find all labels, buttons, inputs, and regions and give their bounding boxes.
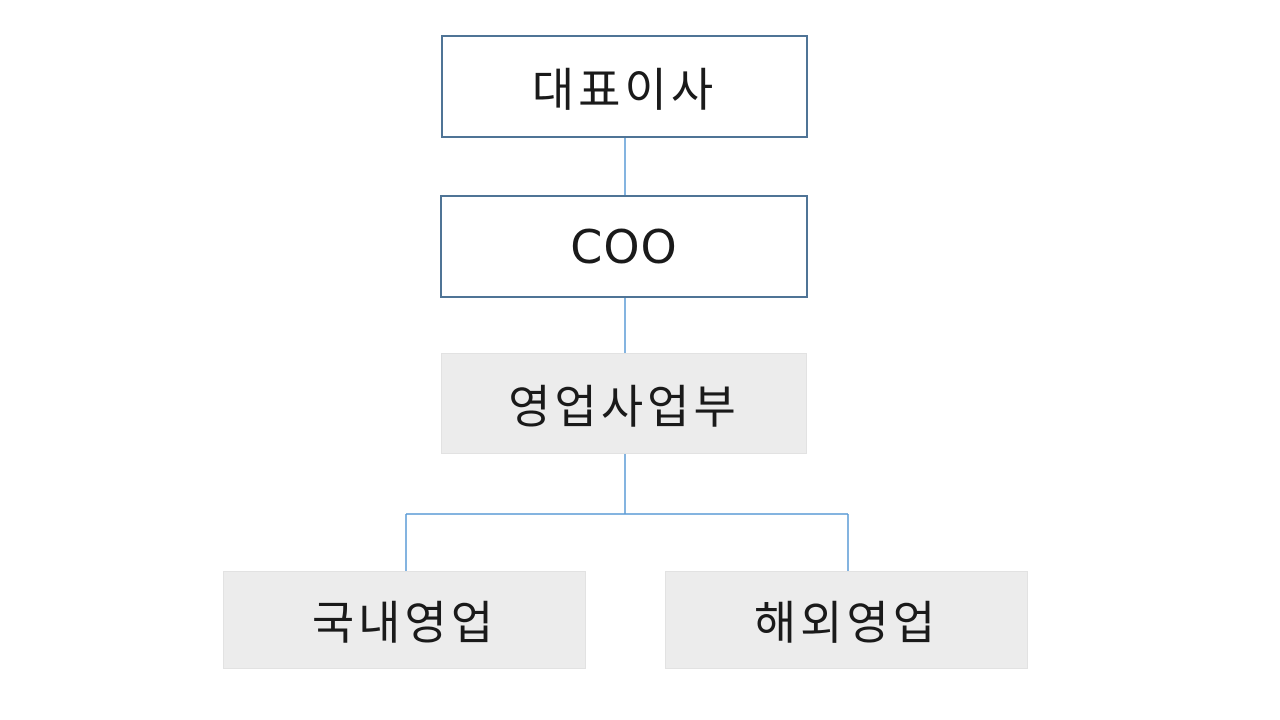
domestic-sales-label: 국내영업 [311,596,498,650]
coo-label: COO [570,219,678,274]
ceo-box: 대표이사 [441,35,808,138]
overseas-sales-box: 해외영업 [665,571,1028,669]
sales-division-box: 영업사업부 [441,353,807,454]
sales-division-label: 영업사업부 [508,379,740,434]
ceo-label: 대표이사 [531,62,718,117]
domestic-sales-box: 국내영업 [223,571,586,669]
coo-box: COO [440,195,808,298]
overseas-sales-label: 해외영업 [753,596,940,650]
